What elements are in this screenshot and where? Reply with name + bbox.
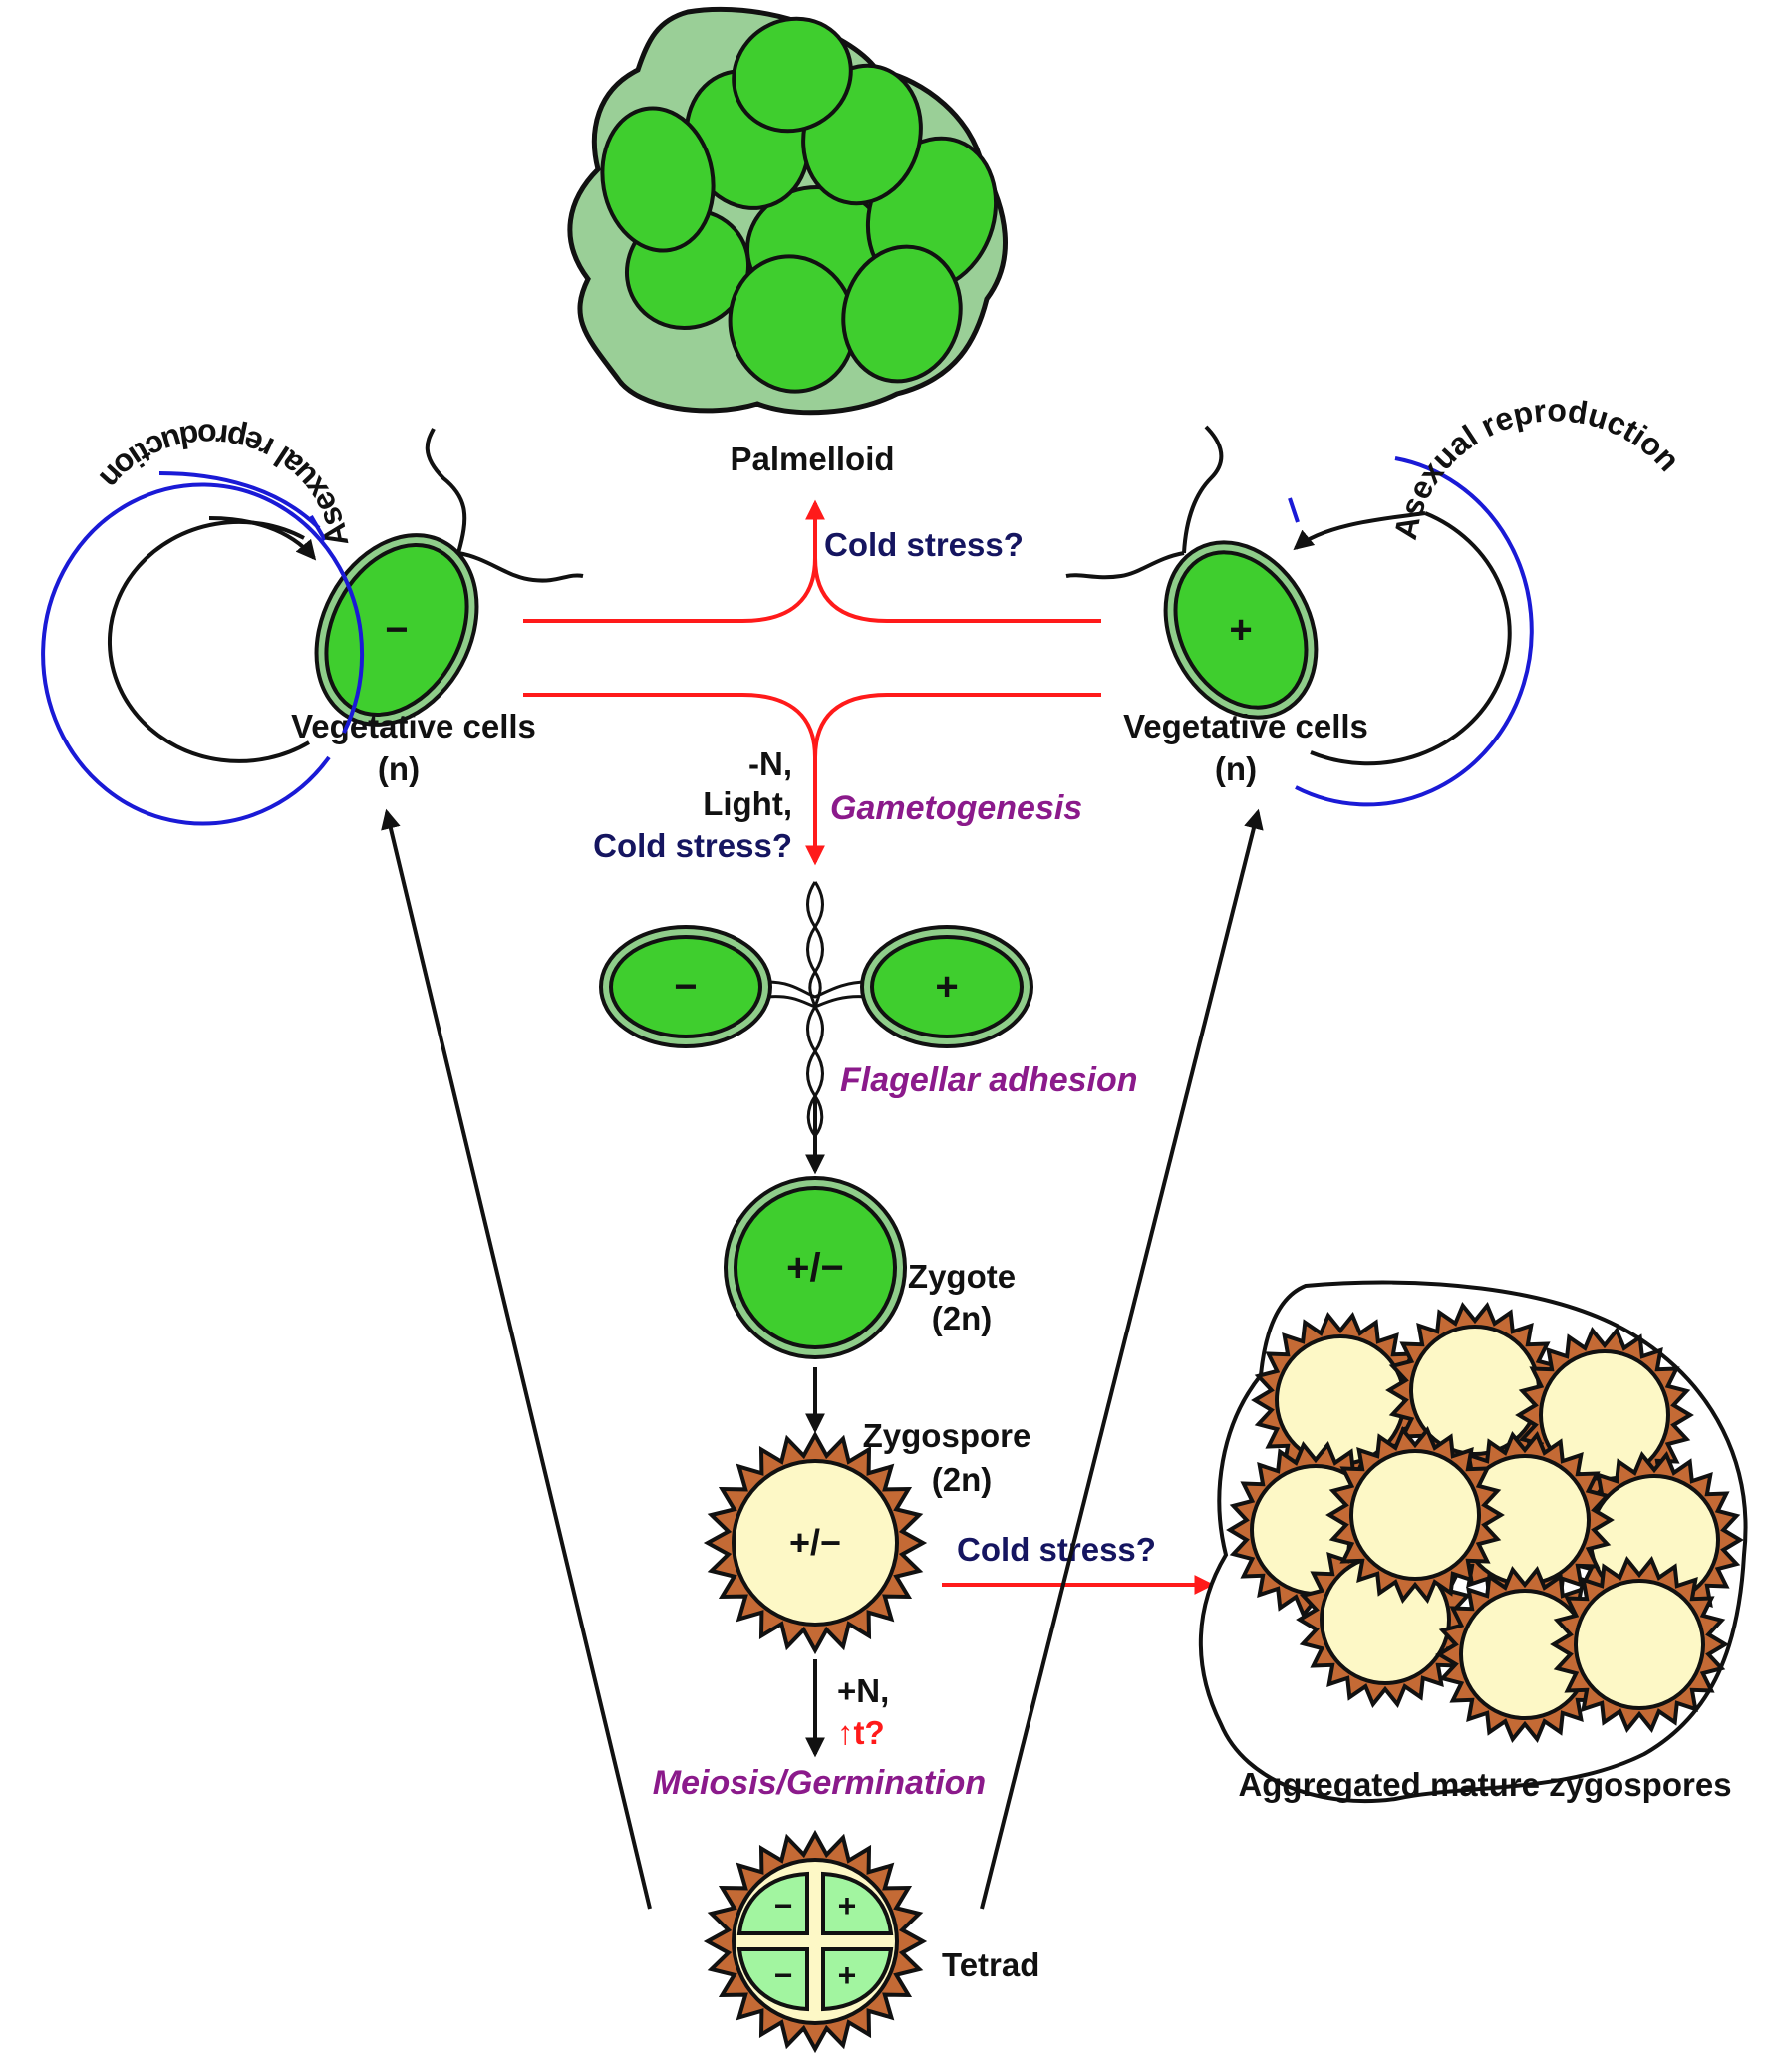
vegetative-cells-right-ploidy: (n) xyxy=(1215,750,1257,787)
condition-plus-n: +N, xyxy=(837,1672,889,1709)
asexual-reproduction-left-label: Asexual reproduction xyxy=(93,417,355,549)
return-arrow-right xyxy=(980,808,1264,1910)
flagellar-adhesion-label: Flagellar adhesion xyxy=(840,1061,1138,1099)
vegetative-cells-left-ploidy: (n) xyxy=(378,750,420,787)
gametogenesis-arrow xyxy=(523,693,1101,866)
minus-sign: − xyxy=(774,1888,793,1924)
zygote-label: Zygote xyxy=(908,1258,1016,1295)
return-arrow-left xyxy=(381,808,652,1910)
vegetative-cells-right-label: Vegetative cells xyxy=(1123,708,1368,744)
minus-sign: − xyxy=(774,1957,793,1993)
aggregated-zygospore xyxy=(1325,1426,1505,1604)
flagellum xyxy=(457,551,584,583)
asexual-reproduction-right-label: Asexual reproduction xyxy=(1387,392,1687,542)
tetrad-cell xyxy=(821,1947,894,2012)
condition-cold-stress: Cold stress? xyxy=(593,827,792,864)
gametogenesis-label: Gametogenesis xyxy=(830,789,1082,827)
flagellum xyxy=(425,428,467,554)
plus-sign: + xyxy=(838,1957,857,1993)
flagellum xyxy=(1182,425,1224,554)
cold-stress-label-top: Cold stress? xyxy=(824,526,1024,563)
condition-temperature: ↑t? xyxy=(837,1714,885,1751)
tetrad: − + − + xyxy=(703,1829,928,2054)
plus-sign: + xyxy=(838,1888,857,1924)
aggregated-zygospores xyxy=(1198,1280,1748,1804)
cold-stress-arrow-to-palmelloid xyxy=(523,499,1101,623)
twisted-flagella xyxy=(806,881,824,1008)
vegetative-cells-left-label: Vegetative cells xyxy=(291,708,536,744)
zygospore-ploidy: (2n) xyxy=(932,1461,993,1498)
zygote-ploidy: (2n) xyxy=(932,1300,993,1336)
tetrad-cell xyxy=(736,1871,809,1935)
zygospore-label: Zygospore xyxy=(863,1417,1031,1454)
flagellum xyxy=(1065,551,1185,580)
tetrad-cell xyxy=(821,1871,894,1935)
aggregated-zygospore xyxy=(1550,1556,1729,1733)
twisted-flagella xyxy=(806,1006,824,1137)
palmelloid-cell xyxy=(600,106,716,253)
minus-sign: − xyxy=(674,965,697,1009)
palmelloid-colony xyxy=(567,6,1008,416)
aggregated-zygospore xyxy=(1251,1312,1430,1489)
condition-light: Light, xyxy=(703,785,792,822)
plus-sign: + xyxy=(935,965,958,1009)
zygospore: +/− xyxy=(703,1430,928,1655)
vegetative-cell-minus: − xyxy=(314,428,584,727)
plus-minus-sign: +/− xyxy=(789,1522,841,1563)
cold-stress-label-right: Cold stress? xyxy=(957,1531,1156,1568)
plus-minus-sign: +/− xyxy=(786,1246,844,1290)
aggregated-zygospores-label: Aggregated mature zygospores xyxy=(1238,1766,1731,1803)
aggregated-zygospore xyxy=(1385,1302,1565,1479)
condition-minus-n: -N, xyxy=(748,745,792,782)
plus-sign: + xyxy=(1229,608,1252,652)
tetrad-label: Tetrad xyxy=(942,1946,1039,1983)
zygote: +/− xyxy=(724,1176,907,1359)
palmelloid-cell xyxy=(841,244,963,384)
palmelloid-cell xyxy=(732,16,853,134)
tetrad-cell xyxy=(736,1947,809,2012)
minus-sign: − xyxy=(385,608,408,652)
gamete-pair: − + xyxy=(599,881,1033,1137)
aggregated-zygospore xyxy=(1435,1566,1615,1743)
vegetative-cell-plus: + xyxy=(1065,425,1319,720)
asexual-loop-left: Asexual reproduction xyxy=(41,417,365,826)
meiosis-germination-label: Meiosis/Germination xyxy=(653,1764,986,1802)
palmelloid-label: Palmelloid xyxy=(730,441,894,477)
